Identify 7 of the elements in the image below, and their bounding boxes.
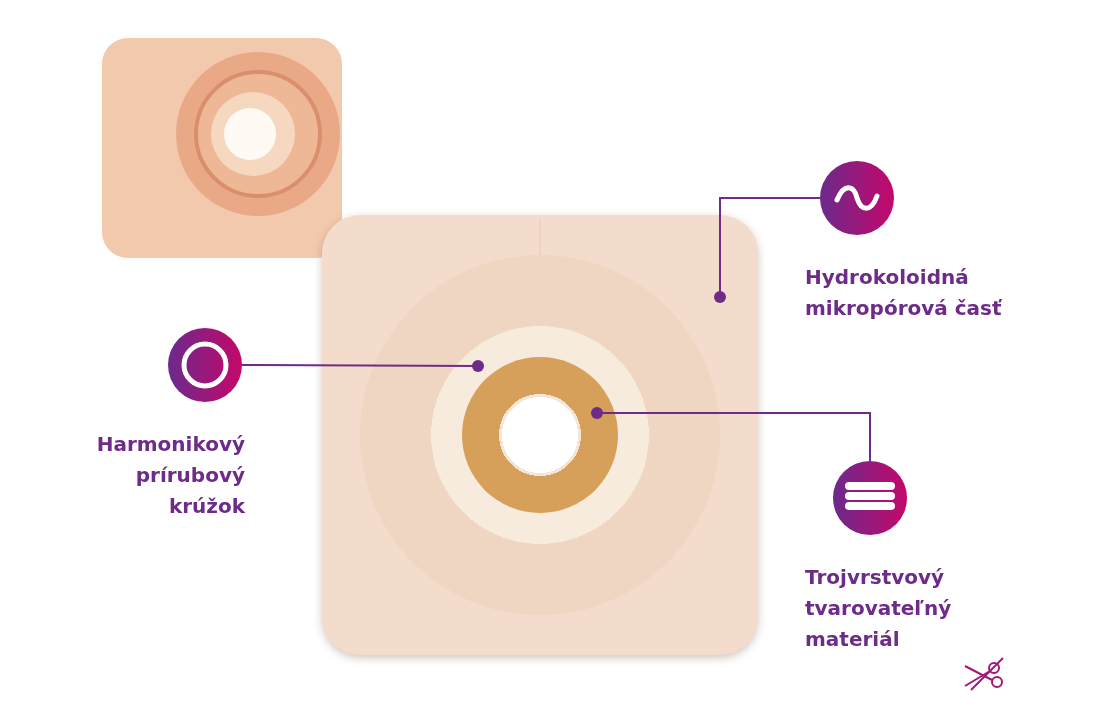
leader-line (714, 197, 821, 303)
leader-line (241, 360, 484, 372)
wafer-drawing (322, 215, 758, 655)
callout-text: Trojvrstvový tvarovateľný materiál (805, 564, 953, 653)
callout-text: Hydrokoloidná mikropórová časť (805, 264, 1003, 322)
callout-text: Harmonikový prírubový krúžok (95, 431, 245, 520)
leader-line (591, 407, 871, 462)
